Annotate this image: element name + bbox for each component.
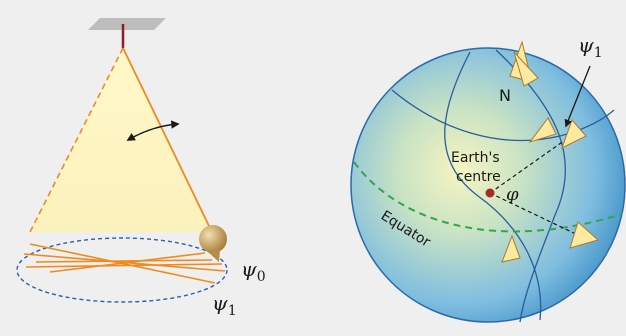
latitude-angle-label: φ (506, 184, 519, 205)
ceiling-plate (88, 18, 166, 30)
north-label: N (499, 86, 511, 105)
psi0-label: ψ0 (241, 257, 266, 285)
centre-label-line2: centre (456, 169, 501, 185)
psi1-label-left: ψ1 (212, 291, 237, 319)
centre-label-line1: Earth's (451, 150, 500, 166)
psi1-label-right: ψ1 (578, 33, 603, 61)
pendulum-diagram: ψ0 ψ1 (16, 18, 266, 319)
swing-traces (23, 243, 226, 284)
psi1-pointer-arrow (564, 65, 591, 128)
swing-edge-left (29, 47, 124, 233)
pendulum-bob (199, 225, 227, 253)
bob-tip (206, 250, 220, 262)
swing-direction-arrow (126, 120, 180, 141)
floor-circle (16, 237, 228, 303)
radius-lines (489, 137, 581, 237)
swing-plane (30, 48, 212, 232)
swing-plane-markers (501, 40, 600, 263)
globe (350, 47, 626, 323)
equator-line (353, 161, 623, 233)
earth-globe-diagram: N Earth's centre φ Equator ψ1 (350, 33, 626, 323)
earth-centre-dot (485, 188, 495, 198)
